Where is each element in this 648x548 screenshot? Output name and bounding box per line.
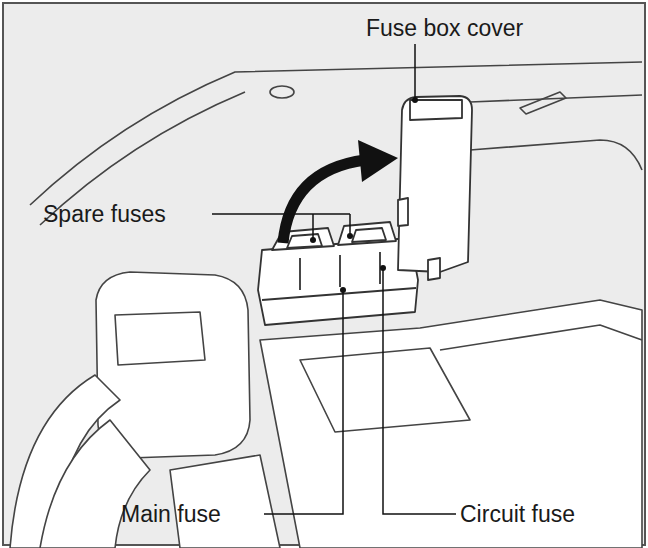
spare-fuse-slot bbox=[352, 228, 386, 242]
spare-fuse-slot bbox=[287, 234, 322, 248]
panel-slot bbox=[520, 92, 566, 114]
cover-recess bbox=[300, 348, 470, 432]
panel-edge bbox=[30, 62, 642, 205]
part-label: Circuit fuse bbox=[460, 499, 575, 529]
leader-line bbox=[212, 214, 350, 240]
leader-line bbox=[383, 268, 456, 514]
fuse-box-cover bbox=[398, 96, 472, 272]
panel-edge bbox=[470, 95, 642, 102]
fuse-box-body bbox=[258, 238, 418, 325]
leader-dot bbox=[380, 265, 386, 271]
leader-dot bbox=[310, 237, 316, 243]
leader-dot bbox=[412, 97, 418, 103]
cover-hinge bbox=[398, 198, 408, 226]
cover-edge bbox=[440, 325, 642, 350]
panel-edge bbox=[470, 140, 642, 170]
spare-fuse bbox=[338, 222, 396, 245]
connector-face bbox=[115, 312, 205, 365]
part-label: Main fuse bbox=[121, 499, 221, 529]
part-label: Fuse box cover bbox=[366, 13, 523, 43]
arrow-shaft bbox=[283, 160, 365, 243]
hose bbox=[40, 420, 150, 548]
leader-dot bbox=[347, 233, 353, 239]
part-label: Spare fuses bbox=[43, 199, 166, 229]
leader-dots bbox=[310, 97, 418, 293]
leader-line bbox=[414, 44, 416, 100]
fuse-box bbox=[258, 96, 472, 325]
engine-bay bbox=[30, 62, 642, 225]
leader-dot bbox=[340, 287, 346, 293]
panel-hole bbox=[270, 86, 294, 98]
battery-cover bbox=[260, 300, 642, 548]
arrow-head bbox=[358, 140, 398, 182]
cover-hinge bbox=[428, 258, 440, 280]
leader-line bbox=[264, 290, 343, 514]
fuse-box-edge bbox=[262, 288, 416, 300]
open-arrow bbox=[283, 140, 398, 243]
cover-latch bbox=[410, 100, 462, 120]
leader-lines bbox=[212, 44, 456, 514]
fuse-divider bbox=[300, 252, 380, 290]
